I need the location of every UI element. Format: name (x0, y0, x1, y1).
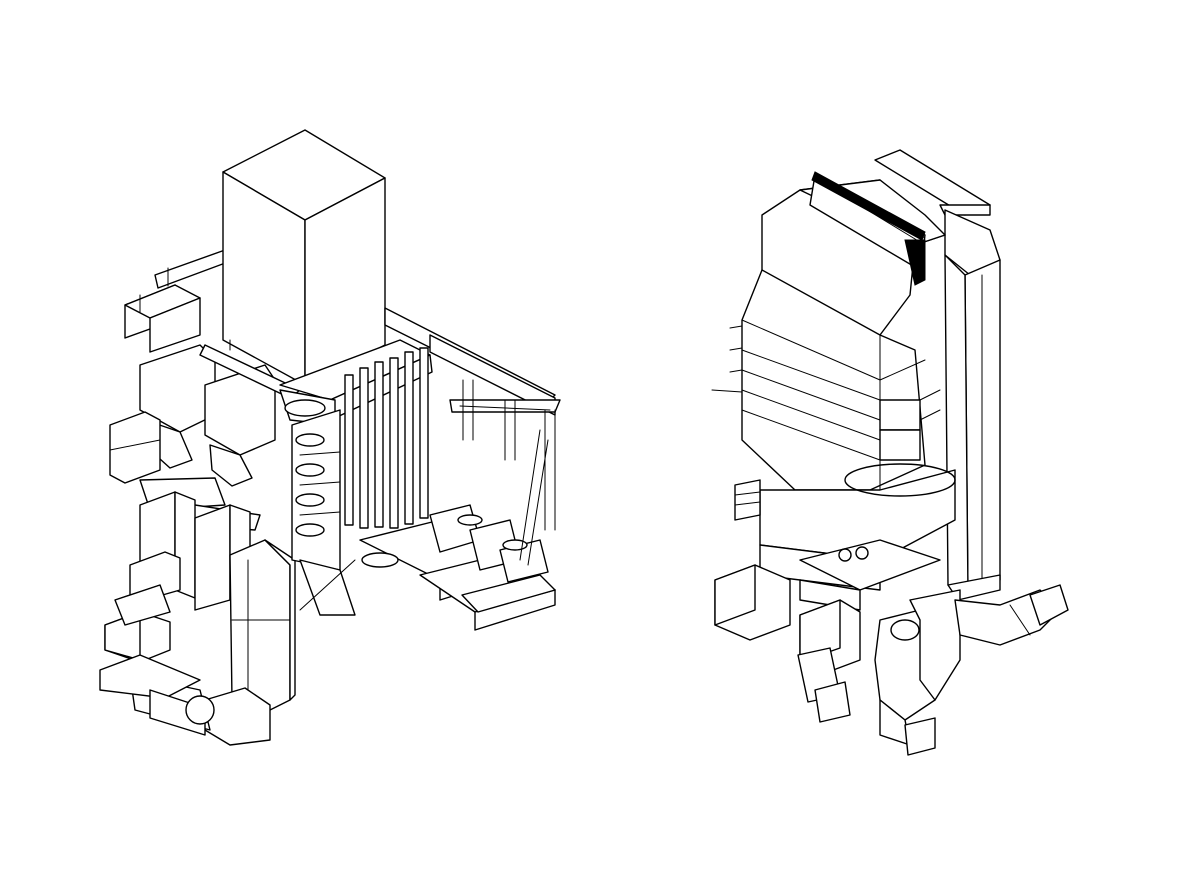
pulverizer-column (291, 409, 356, 616)
boiler-plant-left (99, 129, 561, 746)
vertical-pipes (344, 347, 556, 531)
mill-platforms (299, 429, 556, 631)
top-gas-duct (874, 149, 1001, 601)
boiler-body (711, 171, 946, 491)
furnace-bottom (734, 463, 956, 611)
boiler-unit-right (711, 149, 1069, 756)
left-duct-system (99, 249, 296, 746)
main-tall-box (222, 129, 386, 386)
fan-equipment (714, 564, 1069, 756)
